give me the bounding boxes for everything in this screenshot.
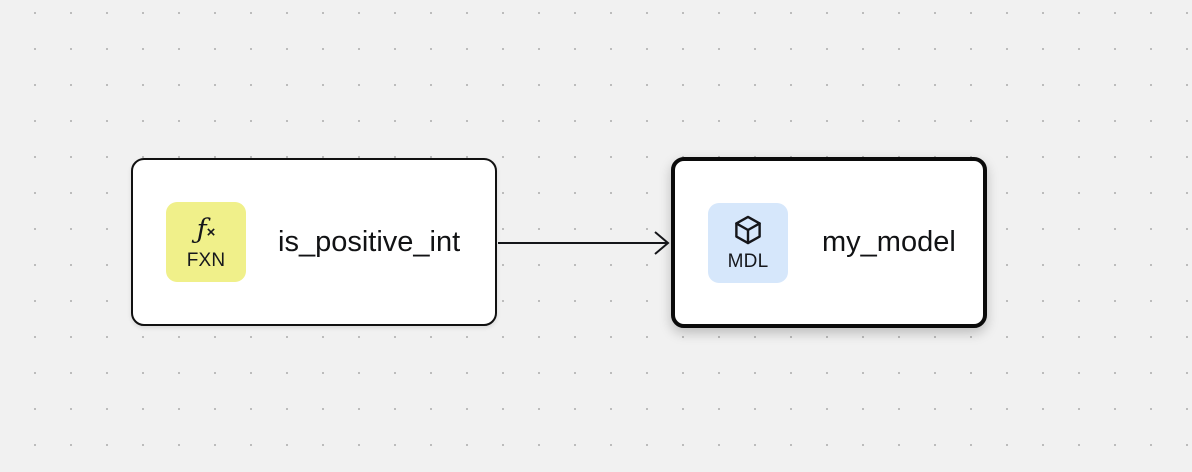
node-mdl[interactable]: MDL my_model [671,157,987,328]
edge-fxn-to-mdl[interactable] [498,231,670,255]
node-title: is_positive_int [278,225,461,258]
node-type-label: MDL [727,250,769,272]
function-fx-icon: ƒ× [196,213,216,245]
node-title: my_model [822,226,956,258]
node-type-label: FXN [186,250,226,271]
node-type-badge-fxn: ƒ× FXN [166,202,246,282]
edge-arrowhead-icon [654,231,670,255]
cube-box-icon [731,213,765,247]
node-fxn[interactable]: ƒ× FXN is_positive_int [131,158,497,326]
node-type-badge-mdl: MDL [708,202,788,283]
